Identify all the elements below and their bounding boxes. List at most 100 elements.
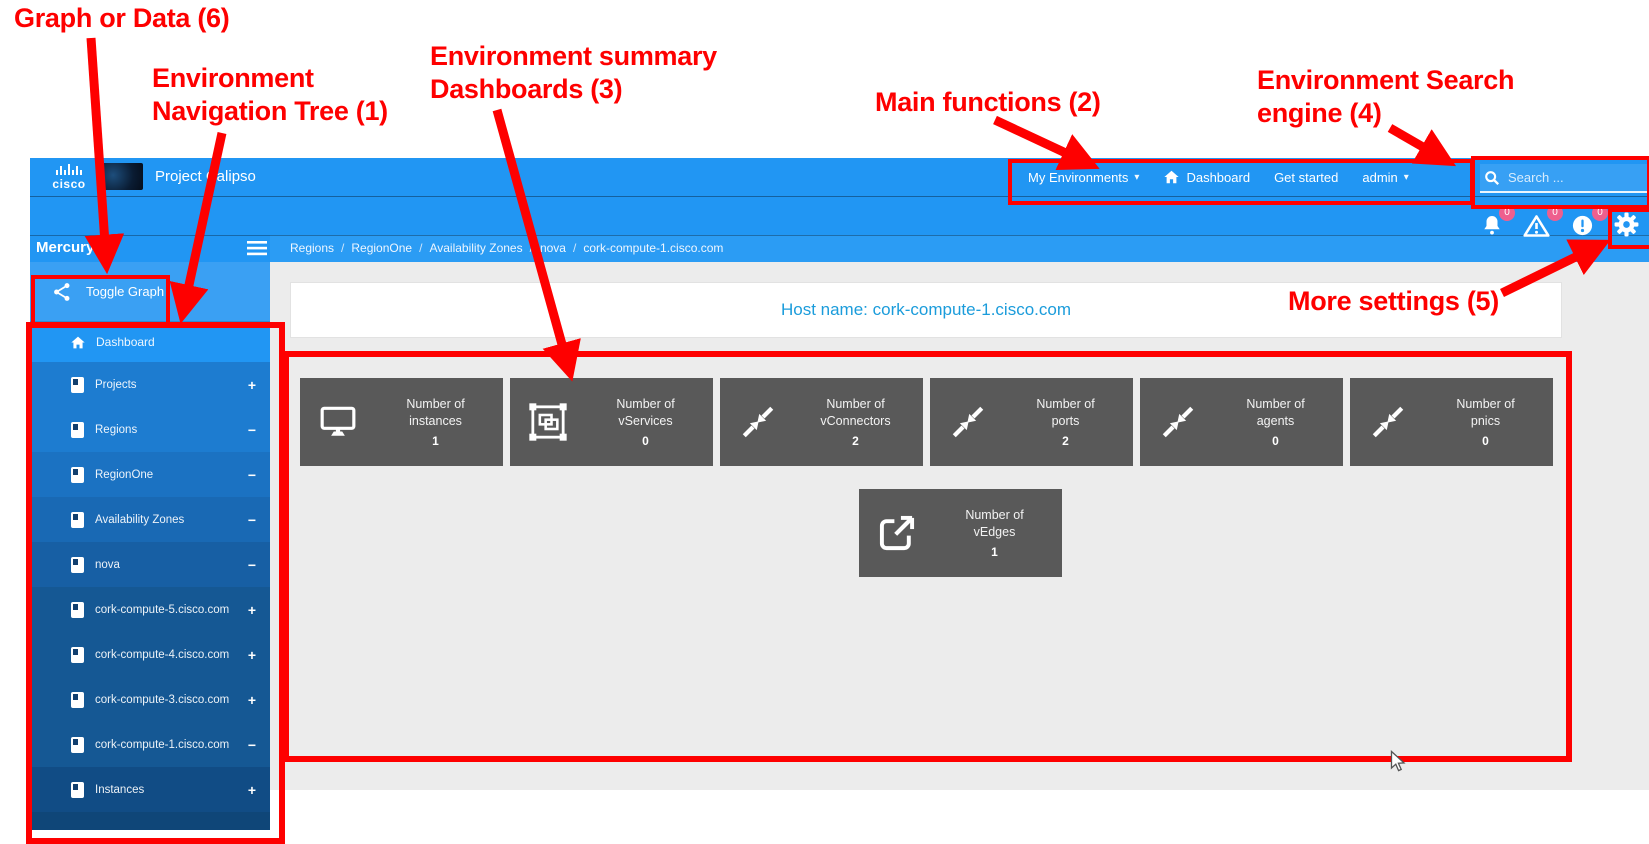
annotation-main-functions: Main functions (2): [875, 87, 1101, 117]
home-icon: [70, 335, 86, 350]
caret-down-icon: ▾: [1403, 171, 1409, 183]
tree-node-icon: [70, 691, 85, 709]
tree-node-icon: [70, 376, 85, 394]
sidebar-header-bar: [30, 235, 270, 263]
share-graph-icon: [54, 282, 70, 301]
sidebar-item-partial: [30, 812, 270, 830]
monitor-icon: [300, 403, 376, 441]
arrow-main-functions: [993, 115, 1100, 171]
tile-value: 0: [1482, 434, 1489, 448]
tile-value: 1: [991, 545, 998, 559]
tree-node-icon: [70, 466, 85, 484]
cisco-logo-bars-icon: [48, 164, 90, 175]
tile-instances[interactable]: Number of instances 1: [300, 378, 503, 466]
cisco-wordmark: cisco: [52, 177, 86, 191]
expand-toggle[interactable]: +: [247, 691, 256, 708]
tile-ports[interactable]: Number of ports 2: [930, 378, 1133, 466]
compress-arrows-icon: [720, 402, 796, 442]
sidebar-item-regions[interactable]: Regions −: [30, 407, 270, 452]
toggle-graph-button[interactable]: Toggle Graph: [30, 262, 270, 322]
annotation-graph-or-data: Graph or Data (6): [14, 3, 230, 33]
bell-badge: 0: [1499, 205, 1515, 221]
expand-toggle[interactable]: +: [247, 601, 256, 618]
sidebar-item-cork-compute-5[interactable]: cork-compute-5.cisco.com +: [30, 587, 270, 632]
secondary-header-bar: [30, 196, 1649, 236]
tree-node-icon: [70, 646, 85, 664]
breadcrumb-item[interactable]: Availability Zones: [429, 241, 523, 255]
tile-value: 0: [642, 434, 649, 448]
compress-arrows-icon: [1350, 402, 1426, 442]
app-title: Project Calipso: [155, 168, 256, 185]
tile-vconnectors[interactable]: Number of vConnectors 2: [720, 378, 923, 466]
vservices-icon: [510, 401, 586, 443]
warning-badge: 0: [1547, 205, 1563, 221]
caret-down-icon: ▾: [1134, 171, 1140, 183]
tree-node-icon: [70, 556, 85, 574]
calipso-logo-image: [97, 163, 143, 190]
expand-toggle[interactable]: +: [247, 781, 256, 798]
tile-vservices[interactable]: Number of vServices 0: [510, 378, 713, 466]
expand-toggle[interactable]: −: [247, 736, 256, 753]
search-input[interactable]: [1506, 169, 1646, 186]
arrow-search: [1387, 124, 1457, 167]
breadcrumb: Regions / RegionOne / Availability Zones…: [290, 241, 724, 255]
tree-node-icon: [70, 601, 85, 619]
tile-value: 0: [1272, 434, 1279, 448]
tree-node-icon: [70, 781, 85, 799]
breadcrumb-item[interactable]: RegionOne: [351, 241, 413, 255]
summary-dashboards: Number of instances 1 Number of vService…: [300, 378, 1553, 466]
bell-icon[interactable]: [1480, 213, 1504, 237]
sidebar-item-nova[interactable]: nova −: [30, 542, 270, 587]
expand-toggle[interactable]: +: [247, 376, 256, 393]
tile-value: 2: [1062, 434, 1069, 448]
breadcrumb-item[interactable]: cork-compute-1.cisco.com: [583, 241, 724, 255]
user-menu[interactable]: admin ▾: [1362, 169, 1409, 185]
search-icon: [1485, 170, 1500, 185]
environment-search: [1480, 164, 1649, 193]
home-icon: [1164, 170, 1180, 184]
sidebar-item-cork-compute-4[interactable]: cork-compute-4.cisco.com +: [30, 632, 270, 677]
environment-navigation-tree: Toggle Graph Dashboard Projects + Region…: [30, 262, 270, 830]
environment-title: Mercury: [36, 239, 95, 256]
compress-arrows-icon: [1140, 402, 1216, 442]
get-started-link[interactable]: Get started: [1274, 169, 1339, 185]
sidebar-item-dashboard[interactable]: Dashboard: [30, 322, 270, 362]
annotation-more-settings: More settings (5): [1288, 286, 1499, 316]
annotation-search-engine: Environment Search engine (4): [1257, 65, 1515, 128]
alert-badge: 0: [1592, 205, 1608, 221]
dashboard-link[interactable]: Dashboard: [1163, 169, 1250, 185]
sidebar-item-regionone[interactable]: RegionOne −: [30, 452, 270, 497]
expand-toggle[interactable]: +: [247, 646, 256, 663]
tile-agents[interactable]: Number of agents 0: [1140, 378, 1343, 466]
settings-gear-icon[interactable]: [1613, 211, 1640, 238]
sidebar-item-cork-compute-3[interactable]: cork-compute-3.cisco.com +: [30, 677, 270, 722]
tile-value: 1: [432, 434, 439, 448]
sidebar-item-projects[interactable]: Projects +: [30, 362, 270, 407]
top-header-bar: [30, 158, 1649, 196]
sidebar-item-cork-compute-1[interactable]: cork-compute-1.cisco.com −: [30, 722, 270, 767]
tile-value: 2: [852, 434, 859, 448]
sidebar-item-instances[interactable]: Instances +: [30, 767, 270, 812]
sidebar-item-availability-zones[interactable]: Availability Zones −: [30, 497, 270, 542]
tile-pnics[interactable]: Number of pnics 0: [1350, 378, 1553, 466]
alert-circle-icon[interactable]: [1571, 214, 1594, 237]
main-functions-nav: My Environments ▾ Dashboard Get started …: [1028, 158, 1409, 196]
breadcrumb-item[interactable]: nova: [539, 241, 566, 255]
tree-node-icon: [70, 421, 85, 439]
expand-toggle[interactable]: −: [247, 511, 256, 528]
cisco-logo: cisco: [48, 162, 90, 192]
expand-toggle[interactable]: −: [247, 556, 256, 573]
external-link-icon: [859, 512, 935, 554]
tree-node-icon: [70, 511, 85, 529]
annotation-dashboards: Environment summary Dashboards (3): [430, 41, 717, 104]
expand-toggle[interactable]: −: [247, 421, 256, 438]
tile-vedges[interactable]: Number of vEdges 1: [859, 489, 1062, 577]
annotation-nav-tree: Environment Navigation Tree (1): [152, 63, 388, 126]
hamburger-menu-icon[interactable]: [247, 241, 267, 256]
warning-triangle-icon[interactable]: [1523, 214, 1550, 238]
host-name-heading: Host name: cork-compute-1.cisco.com: [780, 300, 1072, 319]
breadcrumb-item[interactable]: Regions: [290, 241, 335, 255]
expand-toggle[interactable]: −: [247, 466, 256, 483]
my-environments-menu[interactable]: My Environments ▾: [1028, 169, 1140, 185]
compress-arrows-icon: [930, 402, 1006, 442]
